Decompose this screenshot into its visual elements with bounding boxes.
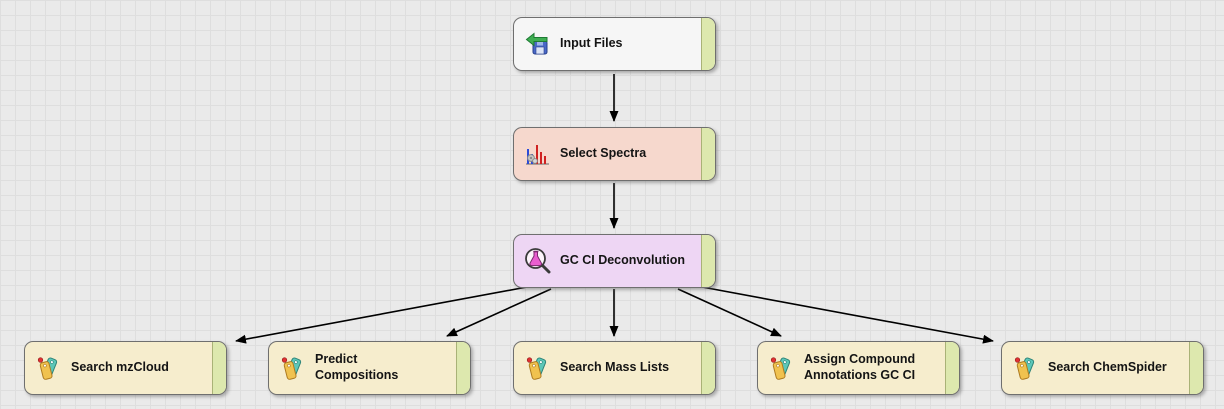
spectra-icon: [523, 140, 551, 168]
import-files-icon: [523, 30, 551, 58]
node-search-mzcloud[interactable]: Search mzCloud: [24, 341, 227, 395]
node-search-chemspider[interactable]: Search ChemSpider: [1001, 341, 1204, 395]
node-label: GC CI Deconvolution: [560, 253, 685, 268]
node-label: Assign Compound Annotations GC CI: [804, 352, 916, 382]
tags-icon: [278, 354, 306, 382]
node-predict-compositions[interactable]: Predict Compositions: [268, 341, 471, 395]
node-label: Input Files: [560, 36, 623, 51]
node-label: Predict Compositions: [315, 352, 399, 382]
node-label: Select Spectra: [560, 146, 647, 161]
tags-icon: [1011, 354, 1039, 382]
flask-magnifier-icon: [523, 247, 551, 275]
node-label: Search Mass Lists: [560, 360, 670, 375]
tags-icon: [523, 354, 551, 382]
node-gc-ci-deconvolution[interactable]: GC CI Deconvolution: [513, 234, 716, 288]
node-select-spectra[interactable]: Select Spectra: [513, 127, 716, 181]
tags-icon: [34, 354, 62, 382]
node-assign-compound-annotations-gc-ci[interactable]: Assign Compound Annotations GC CI: [757, 341, 960, 395]
node-label: Search mzCloud: [71, 360, 169, 375]
node-label: Search ChemSpider: [1048, 360, 1167, 375]
tags-icon: [767, 354, 795, 382]
node-input-files[interactable]: Input Files: [513, 17, 716, 71]
node-search-mass-lists[interactable]: Search Mass Lists: [513, 341, 716, 395]
